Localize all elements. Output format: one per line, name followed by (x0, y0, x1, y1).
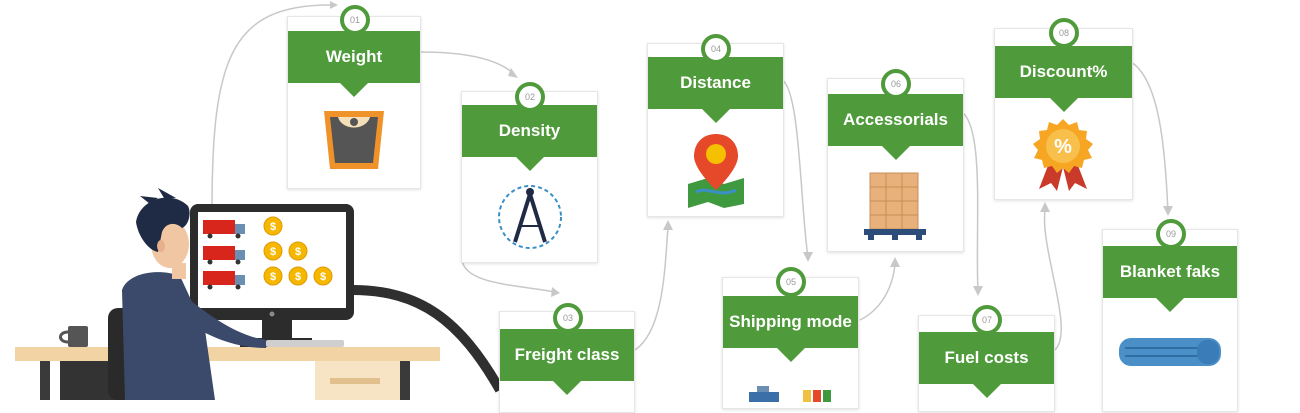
step-banner: Freight class (500, 329, 634, 395)
person-figure (122, 188, 266, 400)
svg-text:$: $ (295, 271, 301, 283)
desk-top (15, 347, 440, 361)
drawer-handle (330, 378, 380, 384)
svg-text:$: $ (270, 221, 276, 233)
svg-text:$: $ (270, 271, 276, 283)
workflow-diagram: $ $ $ $ $ $ (15, 1, 1173, 400)
truck-icon (203, 271, 245, 290)
compass-icon (498, 185, 562, 249)
connector-shipping-accessorials (859, 264, 896, 321)
monitor-cable (351, 285, 505, 393)
step-label: Discount% (1019, 62, 1108, 81)
desk-leg (40, 361, 50, 400)
ship-icon (749, 386, 831, 402)
step-card-fuel-costs: Fuel costs 07 (918, 305, 1055, 412)
step-banner: Accessorials (828, 94, 963, 160)
step-card-freight-class: Freight class 03 (499, 303, 635, 413)
step-banner: Weight (288, 31, 420, 97)
step-banner: Discount% (995, 46, 1132, 112)
connector-weight-density (419, 51, 516, 76)
step-card-blanket-faks: Blanket faks 09 (1102, 219, 1238, 412)
truck-icon (203, 246, 245, 265)
step-number-badge: 09 (1156, 219, 1186, 249)
step-label: Freight class (514, 345, 620, 364)
step-label: Weight (325, 47, 383, 66)
step-label: Accessorials (843, 110, 948, 129)
connector-freight-distance (634, 227, 669, 351)
step-number-badge: 04 (701, 34, 731, 64)
step-number-badge: 02 (515, 82, 545, 112)
step-number-badge: 01 (340, 5, 370, 35)
truck-icon (203, 220, 245, 239)
step-number-badge: 03 (553, 303, 583, 333)
step-banner: Distance (648, 57, 783, 123)
step-label: Density (498, 121, 561, 140)
step-banner: Fuel costs (919, 332, 1054, 398)
connector-density-freight (461, 257, 556, 293)
step-label: Distance (680, 73, 751, 92)
desk-leg (400, 361, 410, 400)
step-card-weight: Weight 01 (287, 5, 421, 189)
svg-text:$: $ (320, 271, 326, 283)
svg-text:%: % (1054, 136, 1072, 158)
map-pin-icon (688, 134, 744, 208)
connector-accessorials-fuel (961, 111, 979, 293)
svg-text:$: $ (270, 246, 276, 258)
step-card-distance: Distance 04 (647, 34, 784, 217)
scale-icon (324, 111, 384, 169)
mug-icon (68, 326, 88, 347)
connector-start-weight (211, 4, 331, 211)
connector-fuel-discount (1043, 209, 1062, 351)
step-banner: Density (462, 105, 597, 171)
connector-lines (211, 4, 1169, 351)
step-number-badge: 06 (881, 69, 911, 99)
step-label: Fuel costs (944, 348, 1029, 367)
step-number-badge: 08 (1049, 18, 1079, 48)
connector-discount-blanket (1130, 61, 1169, 213)
step-label: Shipping mode (729, 312, 852, 331)
step-label: Blanket faks (1119, 262, 1221, 281)
svg-text:$: $ (295, 246, 301, 258)
step-card-shipping-mode: Shipping mode 05 (722, 267, 859, 409)
connector-distance-shipping (781, 79, 809, 259)
step-number-badge: 07 (972, 305, 1002, 335)
office-illustration: $ $ $ $ $ $ (15, 188, 505, 400)
discount-badge-icon: % (1033, 119, 1093, 191)
coin-icons (263, 216, 333, 286)
step-card-density: Density 02 (461, 82, 598, 263)
step-card-accessorials: Accessorials 06 (827, 69, 964, 252)
step-number-badge: 05 (776, 267, 806, 297)
blanket-icon (1119, 338, 1221, 366)
keyboard (266, 340, 344, 347)
pallet-boxes-icon (864, 172, 926, 240)
connector-arrowheads (330, 1, 1173, 297)
step-banner: Shipping mode (723, 296, 858, 362)
step-card-discount: Discount% 08 % (994, 18, 1133, 200)
step-banner: Blanket faks (1103, 246, 1237, 312)
